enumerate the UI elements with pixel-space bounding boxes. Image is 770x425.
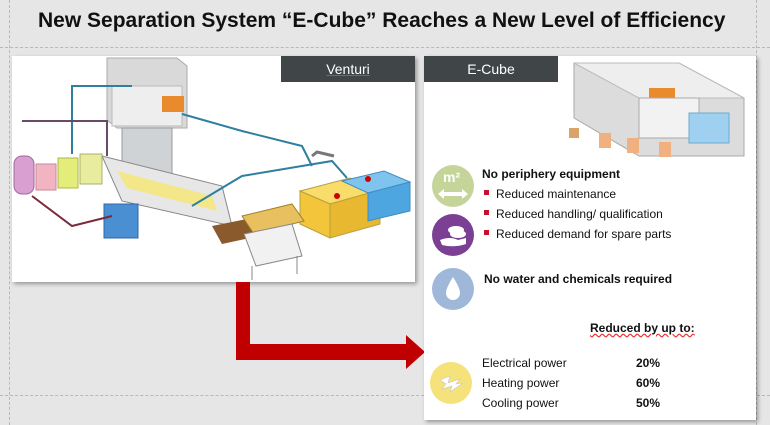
savings-row-label: Electrical power bbox=[482, 356, 567, 370]
transition-arrow bbox=[236, 282, 425, 369]
tab-e-cube: E-Cube bbox=[424, 56, 558, 82]
guide-line bbox=[756, 0, 757, 425]
venturi-plant-illustration bbox=[13, 57, 412, 280]
savings-row-label: Heating power bbox=[482, 376, 560, 390]
m2-area-icon-text: m² bbox=[443, 169, 461, 185]
page-title: New Separation System “E-Cube” Reaches a… bbox=[38, 9, 726, 32]
venturi-panel: Venturi bbox=[12, 56, 415, 282]
savings-row-label: Cooling power bbox=[482, 396, 559, 410]
tab-venturi-label: Venturi bbox=[326, 61, 370, 77]
bullet-reduced-handling: Reduced handling/ qualification bbox=[496, 207, 663, 221]
water-drop-icon bbox=[432, 268, 474, 310]
lightning-icon bbox=[430, 362, 472, 404]
e-cube-panel: E-Cube m² No periphery equipment Reduced… bbox=[424, 56, 756, 420]
tab-e-cube-label: E-Cube bbox=[467, 61, 515, 77]
hand-coins-icon bbox=[432, 214, 474, 256]
feature-no-water-heading: No water and chemicals required bbox=[484, 272, 673, 286]
bullet-marker bbox=[484, 210, 489, 215]
bullet-marker bbox=[484, 190, 489, 195]
guide-line bbox=[0, 395, 770, 396]
guide-line bbox=[9, 0, 10, 425]
savings-heading: Reduced by up to: bbox=[590, 321, 695, 335]
tab-venturi: Venturi bbox=[281, 56, 415, 82]
savings-row-value: 50% bbox=[636, 396, 661, 410]
m2-area-icon: m² bbox=[432, 165, 474, 207]
bolt-icon bbox=[439, 375, 464, 393]
bullet-reduced-spare-parts: Reduced demand for spare parts bbox=[496, 227, 672, 241]
savings-row-value: 20% bbox=[636, 356, 661, 370]
droplet-icon bbox=[446, 277, 460, 300]
hand-icon bbox=[440, 226, 466, 247]
feature-no-periphery-heading: No periphery equipment bbox=[482, 167, 621, 181]
e-cube-unit-illustration bbox=[569, 62, 745, 157]
double-arrow-icon bbox=[438, 189, 468, 199]
guide-line bbox=[0, 47, 770, 48]
savings-row-value: 60% bbox=[636, 376, 661, 390]
bullet-marker bbox=[484, 230, 489, 235]
bullet-reduced-maintenance: Reduced maintenance bbox=[496, 187, 617, 201]
